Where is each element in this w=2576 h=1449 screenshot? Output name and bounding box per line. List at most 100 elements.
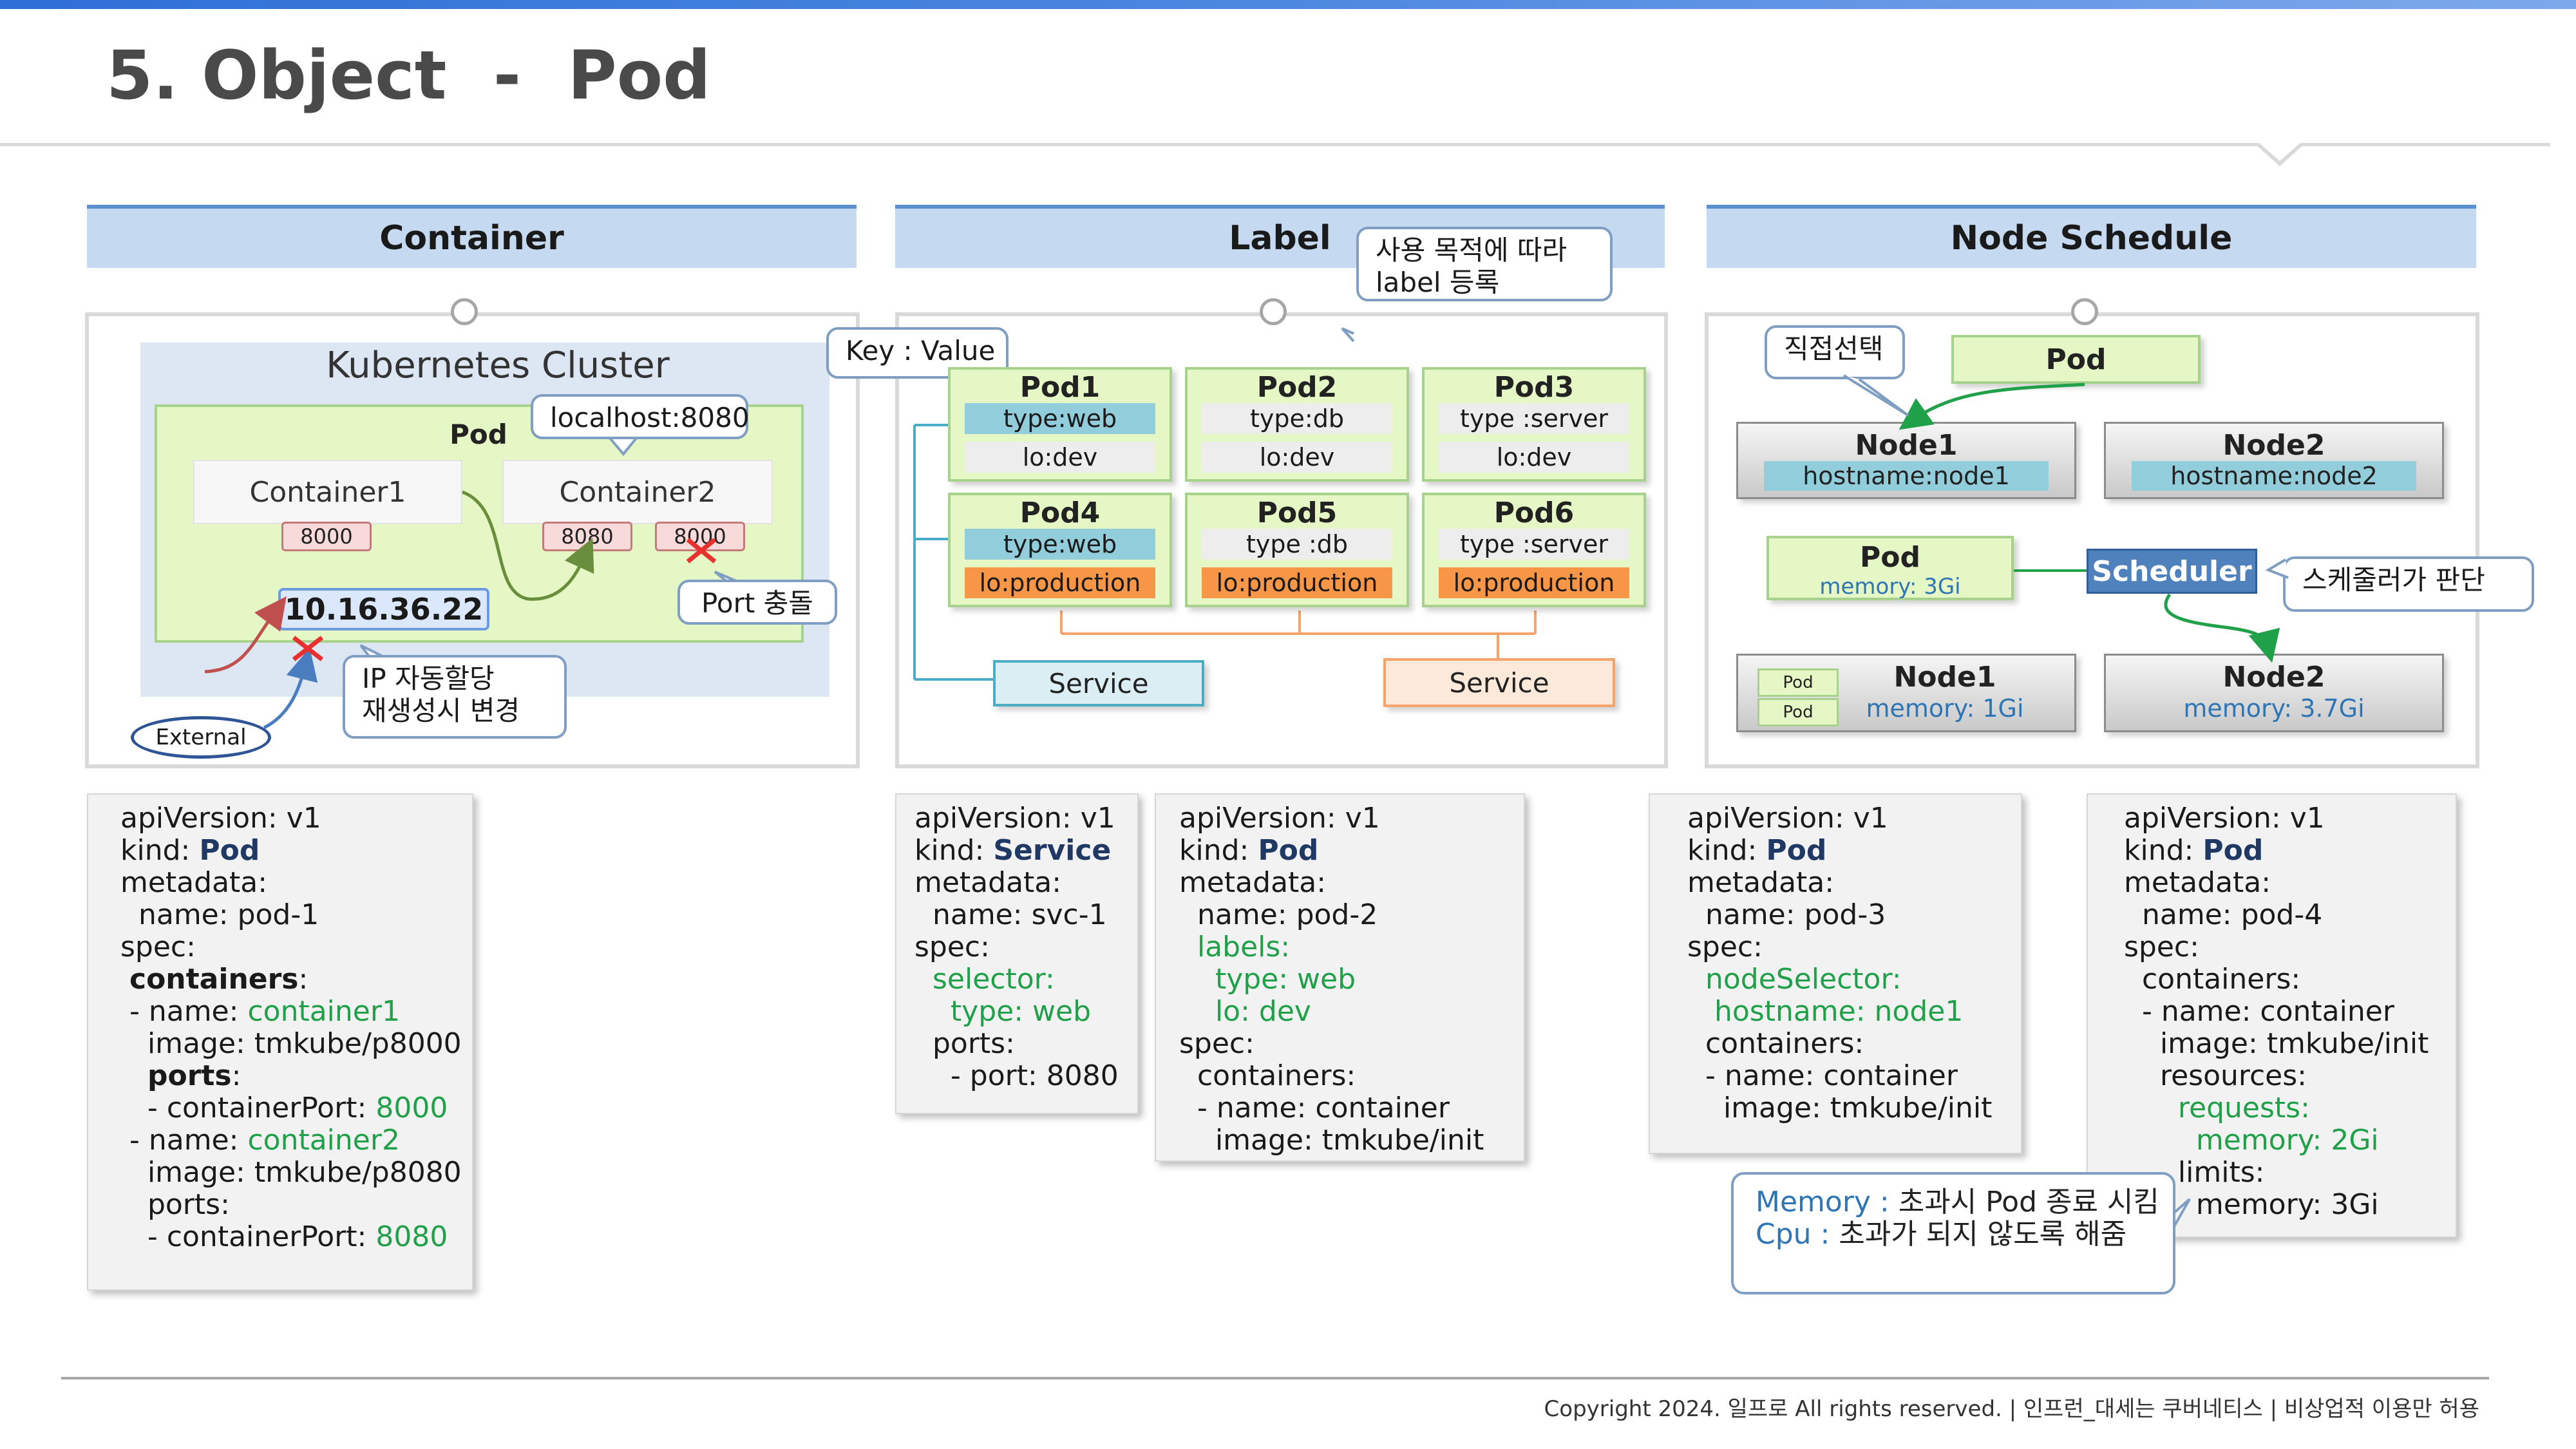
connector-ring-label xyxy=(1260,298,1287,325)
yaml-text: apiVersion: v1 xyxy=(1687,802,1888,835)
yaml-highlight: labels: xyxy=(1197,931,1291,963)
yaml-line: apiVersion: v1 xyxy=(1179,802,1524,835)
scheduler-box: Scheduler xyxy=(2087,549,2257,594)
yaml-line: image: tmkube/p8080 xyxy=(120,1157,472,1189)
yaml-line: hostname: node1 xyxy=(1687,996,2021,1028)
yaml-line: limits: xyxy=(2124,1157,2456,1189)
node1-running-pod-2: Pod xyxy=(1757,698,1839,726)
callout-purpose-line1: 사용 목적에 따라 xyxy=(1376,234,1567,266)
yaml-highlight: memory: 2Gi xyxy=(2195,1124,2379,1157)
label-chip-type: type :db xyxy=(1202,529,1392,560)
yaml-text: spec: xyxy=(2124,931,2199,963)
yaml-text xyxy=(120,963,129,996)
yaml-text: - name: container xyxy=(2124,995,2394,1028)
pod-label: Pod xyxy=(450,419,507,450)
node2-top-name: Node2 xyxy=(2222,429,2325,462)
label-pod-name: Pod4 xyxy=(1019,497,1101,529)
yaml-highlight: 8000 xyxy=(375,1092,448,1124)
yaml-text: name: pod-1 xyxy=(120,898,319,931)
yaml-highlight: type: web xyxy=(950,995,1092,1028)
label-chip-lo: lo:dev xyxy=(1439,442,1629,473)
yaml-text: - name: container xyxy=(1687,1059,1958,1092)
yaml-text: name: pod-4 xyxy=(2124,898,2323,931)
yaml-text: - name: container xyxy=(1179,1092,1450,1124)
external-client: External xyxy=(131,716,271,759)
label-pod-name: Pod5 xyxy=(1256,497,1338,529)
yaml-line: spec: xyxy=(2124,931,2456,963)
pod-memory: Pod memory: 3Gi xyxy=(1766,536,2014,600)
yaml-text xyxy=(1179,995,1215,1028)
yaml-highlight: requests: xyxy=(2177,1092,2310,1124)
label-chip-type: type :server xyxy=(1439,529,1629,560)
node2-bottom-name: Node2 xyxy=(2222,661,2325,694)
yaml-text xyxy=(914,963,933,996)
node2-top: Node2 hostname:node2 xyxy=(2104,422,2444,499)
yaml-text xyxy=(2124,1092,2178,1124)
yaml-text xyxy=(1687,963,1705,996)
node2-bottom: Node2 memory: 3.7Gi xyxy=(2104,654,2444,732)
yaml-text: spec: xyxy=(120,931,196,963)
yaml-line: kind: Service xyxy=(914,835,1137,867)
yaml-line: metadata: xyxy=(914,867,1137,899)
pod-memory-value: memory: 3Gi xyxy=(1819,574,1961,600)
yaml-text: containers: xyxy=(1179,1059,1356,1092)
yaml-text: image: tmkube/p8000 xyxy=(120,1027,462,1060)
yaml-line: apiVersion: v1 xyxy=(914,802,1137,835)
yaml-line: name: pod-4 xyxy=(2124,899,2456,931)
yaml-line: - port: 8080 xyxy=(914,1060,1137,1092)
yaml-text: metadata: xyxy=(2124,866,2271,899)
header-container: Container xyxy=(87,205,857,268)
yaml-text xyxy=(914,995,951,1028)
yaml-text: image: tmkube/init xyxy=(1179,1124,1484,1157)
yaml-highlight: hostname: node1 xyxy=(1714,995,1964,1028)
yaml-text: - port: 8080 xyxy=(914,1059,1119,1092)
label-chip-lo: lo:production xyxy=(965,567,1155,598)
yaml-text xyxy=(1687,995,1714,1028)
callout-ip-line2: 재생성시 변경 xyxy=(362,695,520,726)
yaml-text: apiVersion: v1 xyxy=(1179,802,1380,835)
callout-direct-select: 직접선택 xyxy=(1765,325,1905,379)
yaml-line: type: web xyxy=(914,996,1137,1028)
yaml-text: memory: 3Gi xyxy=(2124,1188,2379,1221)
yaml-highlight: Pod xyxy=(1766,834,1827,867)
pod-memory-name: Pod xyxy=(1860,541,1920,574)
yaml-line: ports: xyxy=(120,1060,472,1092)
port-8000-container2: 8000 xyxy=(655,522,745,551)
footer-copyright: Copyright 2024. 일프로 All rights reserved.… xyxy=(1544,1396,2479,1422)
node1-bottom-name: Node1 xyxy=(1893,661,1996,694)
yaml-text: apiVersion: v1 xyxy=(2124,802,2325,835)
yaml-line: image: tmkube/init xyxy=(1687,1092,2021,1124)
yaml-line: name: svc-1 xyxy=(914,899,1137,931)
yaml-line: memory: 3Gi xyxy=(2124,1189,2456,1221)
yaml-highlight: selector: xyxy=(932,963,1055,996)
yaml-text: spec: xyxy=(1687,931,1763,963)
callout-ip-line1: IP 자동할당 xyxy=(362,663,495,694)
top-accent-bar xyxy=(0,0,2576,9)
node1-hostname: hostname:node1 xyxy=(1764,461,2049,491)
yaml-line: metadata: xyxy=(2124,867,2456,899)
yaml-line: kind: Pod xyxy=(1179,835,1524,867)
title-divider xyxy=(0,143,2550,146)
label-chip-lo: lo:production xyxy=(1439,567,1629,598)
yaml-highlight: Service xyxy=(993,834,1112,867)
container2-box: Container2 xyxy=(502,460,773,524)
callout-port-conflict: Port 충돌 xyxy=(677,580,837,625)
resource-note: Memory : 초과시 Pod 종료 시킴 Cpu : 초과가 되지 않도록 … xyxy=(1731,1172,2175,1294)
yaml-highlight: type: web xyxy=(1215,963,1356,996)
callout-label-purpose: 사용 목적에 따라 label 등록 xyxy=(1356,227,1613,301)
node2-memory: memory: 3.7Gi xyxy=(2183,694,2365,723)
yaml-text: metadata: xyxy=(914,866,1062,899)
yaml-text: kind: xyxy=(914,834,994,867)
label-pod-name: Pod2 xyxy=(1256,371,1338,404)
yaml-text xyxy=(2124,1124,2196,1157)
port-8000-container1: 8000 xyxy=(281,522,372,551)
yaml-text: metadata: xyxy=(1687,866,1835,899)
note-cpu-key: Cpu : xyxy=(1756,1218,1830,1251)
note-cpu-text: 초과가 되지 않도록 해줌 xyxy=(1830,1218,2127,1251)
yaml-text: apiVersion: v1 xyxy=(120,802,321,835)
yaml-text: name: pod-3 xyxy=(1687,898,1886,931)
